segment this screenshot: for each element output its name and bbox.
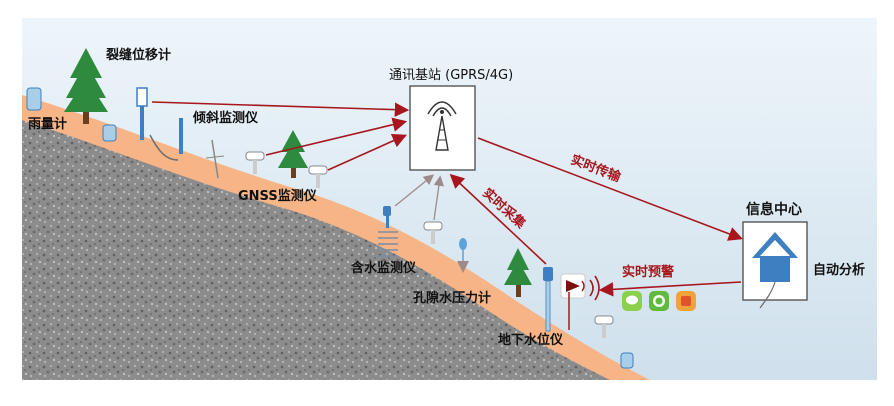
link-gnss-3 (433, 175, 445, 221)
link-water-content (394, 174, 435, 207)
link-crack-meter (151, 101, 410, 117)
pore-pressure-sensor (457, 238, 469, 273)
link-gnss-2 (327, 134, 407, 171)
antenna-tower-icon (427, 101, 457, 151)
realtime-alert-label: 实时预警 (622, 264, 674, 280)
alarm-siren-icon (560, 273, 586, 330)
rain-gauge-device (26, 87, 42, 111)
gnss-receiver-icon (594, 315, 614, 338)
auto-analysis-label: 自动分析 (813, 262, 865, 278)
groundwater-gauge (543, 267, 553, 332)
signal-wave-icon (589, 279, 594, 297)
crack-meter-device (136, 87, 179, 161)
crack-meter-label: 裂缝位移计 (105, 47, 171, 63)
rain-gauge-label: 雨量计 (28, 116, 67, 132)
rain-gauge-device (102, 124, 117, 142)
groundwater-label: 地下水位仪 (498, 332, 564, 348)
tree-icon (64, 48, 108, 124)
link-realtime-collect (449, 173, 547, 265)
base-station-box (409, 85, 476, 171)
gnss-receiver-icon (423, 221, 443, 244)
wechat-icon (649, 291, 669, 311)
message-icon (622, 291, 642, 311)
link-realtime-alert (598, 281, 742, 297)
water-content-label: 含水监测仪 (350, 260, 417, 276)
gnss-receiver-icon (245, 151, 265, 174)
link-realtime-transfer (477, 137, 743, 241)
pore-pressure-label: 孔隙水压力计 (413, 290, 491, 306)
rock-mass (22, 120, 610, 380)
link-gnss-1 (265, 117, 408, 156)
tree-icon (504, 248, 532, 297)
base-station-label: 通讯基站 (GPRS/4G) (389, 68, 513, 83)
gnss-label: GNSS监测仪 (238, 188, 318, 204)
rain-gauge-device (620, 352, 634, 369)
water-content-sensor (378, 206, 398, 257)
inclinometer-device (179, 118, 225, 179)
house-icon (752, 232, 798, 309)
info-center-label: 信息中心 (746, 201, 802, 218)
gnss-receiver-icon (308, 165, 328, 188)
app-icon (676, 291, 696, 311)
inclinometer-label: 倾斜监测仪 (192, 110, 259, 126)
